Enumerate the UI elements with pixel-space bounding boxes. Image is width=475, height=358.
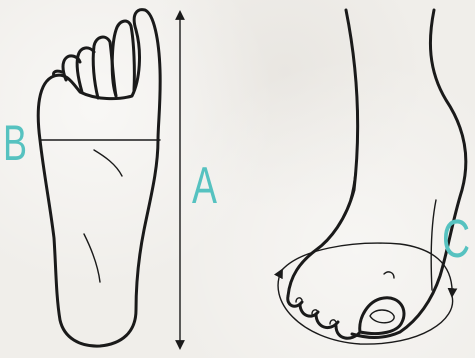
circumference-ellipse-c [278,243,453,344]
label-c: C [442,212,470,266]
side-toe-outlines [288,272,404,338]
sole-arch-lines [84,150,122,282]
foot-sole-outline [38,10,160,346]
foot-side-outline [288,10,466,338]
label-b: B [3,118,27,168]
toe-outlines [53,21,134,98]
label-a: A [192,160,217,212]
